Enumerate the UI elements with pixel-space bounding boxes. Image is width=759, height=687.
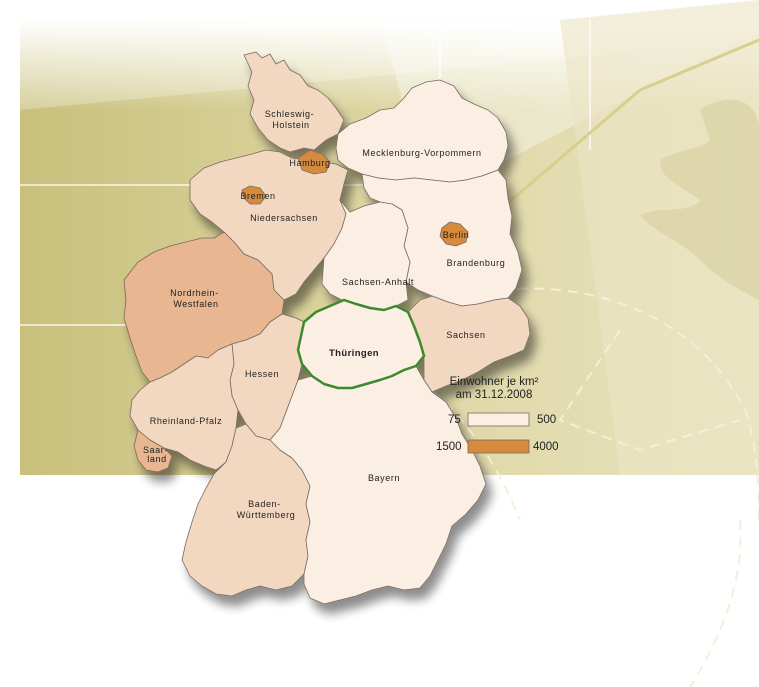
label-hessen: Hessen — [245, 369, 279, 379]
state-saarland — [133, 429, 173, 473]
legend-row-1-min: 75 — [448, 414, 461, 426]
label-thueringen: Thüringen — [329, 348, 379, 359]
label-mecklenburg-vorpommern: Mecklenburg-Vorpommern — [362, 148, 481, 158]
legend-title-line2: am 31.12.2008 — [456, 389, 533, 401]
state-baden-wuerttemberg — [181, 423, 311, 597]
legend-row-1-max: 500 — [537, 414, 556, 426]
label-rheinland-pfalz: Rheinland-Pfalz — [150, 416, 223, 426]
label-sachsen: Sachsen — [446, 330, 485, 340]
thueringen-highlight-border — [296, 298, 426, 390]
legend-swatch-low — [467, 412, 530, 427]
label-hamburg: Hamburg — [289, 158, 330, 168]
label-baden-wuerttemberg: Baden- Württemberg — [237, 499, 296, 520]
label-bremen: Bremen — [240, 191, 275, 201]
state-bremen — [241, 185, 267, 205]
state-schleswig-holstein — [243, 51, 345, 153]
label-bayern: Bayern — [368, 473, 400, 483]
label-berlin: Berlin — [443, 230, 470, 240]
label-schleswig-holstein: Schleswig- Holstein — [265, 109, 318, 130]
state-sachsen — [407, 295, 531, 393]
map-group — [123, 51, 531, 605]
legend-swatch-high — [467, 439, 530, 454]
label-brandenburg: Brandenburg — [447, 258, 506, 268]
legend: Einwohner je km² am 31.12.2008 75 500 15… — [436, 376, 559, 454]
state-labels: Schleswig- Holstein Hamburg Mecklenburg-… — [143, 109, 505, 520]
label-niedersachsen: Niedersachsen — [250, 213, 318, 223]
legend-row-2-max: 4000 — [533, 441, 559, 453]
legend-row-2-min: 1500 — [436, 441, 462, 453]
label-nordrhein-westfalen: Nordrhein- Westfalen — [170, 288, 222, 309]
legend-title-line1: Einwohner je km² — [450, 376, 539, 388]
label-saarland: Saar- land — [143, 445, 171, 464]
state-berlin — [439, 221, 469, 247]
state-hamburg — [297, 149, 331, 175]
lion-watermark-icon — [640, 99, 759, 300]
label-sachsen-anhalt: Sachsen-Anhalt — [342, 277, 414, 287]
